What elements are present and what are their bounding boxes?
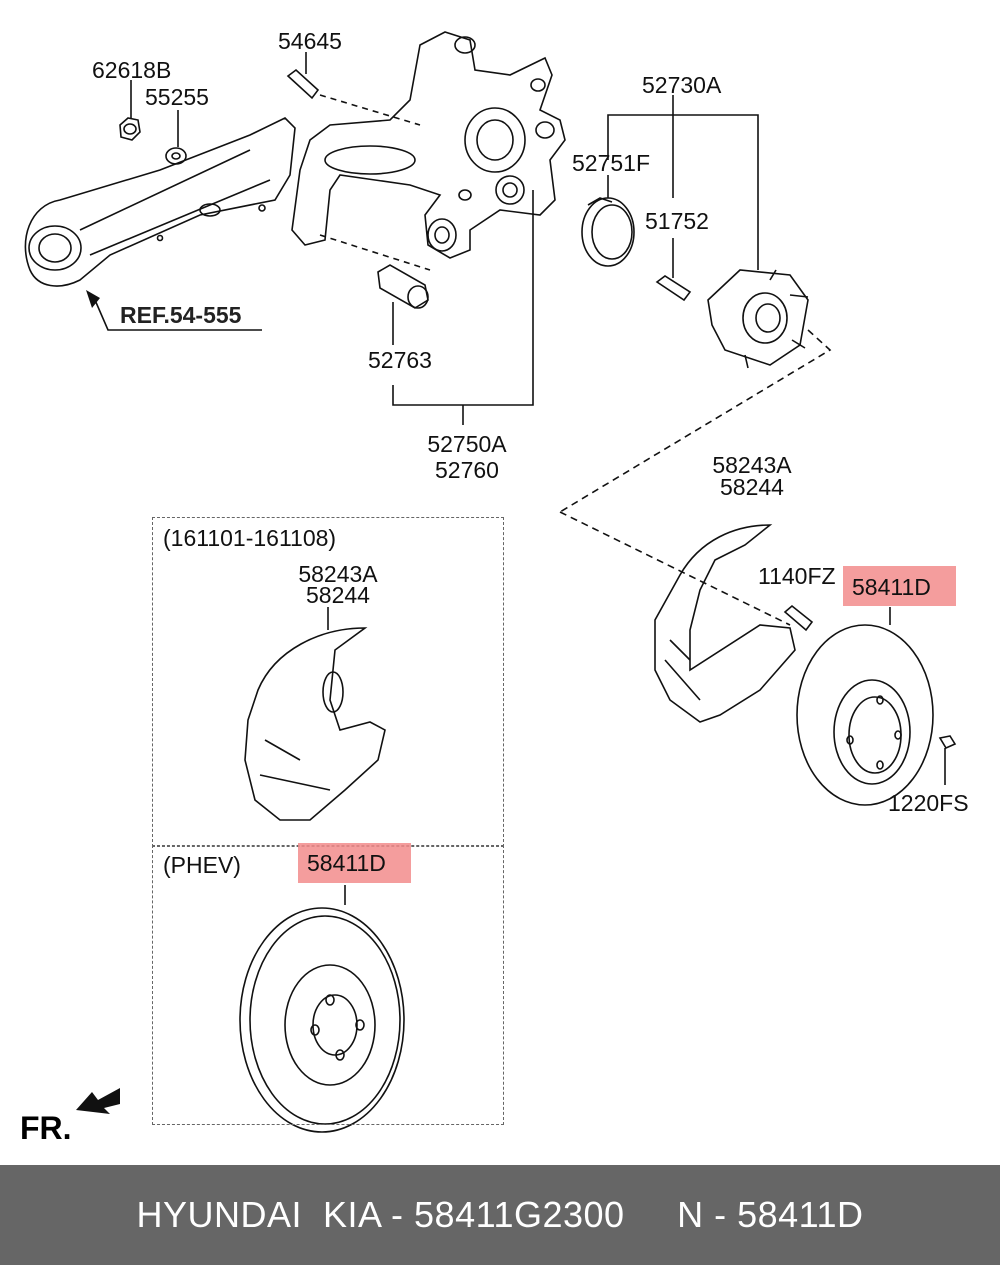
variant-box-phev <box>152 845 504 1125</box>
label-52751f: 52751F <box>572 150 651 176</box>
parts-diagram <box>24 31 957 1133</box>
label-1140fz: 1140FZ <box>758 563 836 589</box>
nut-drawing <box>119 80 141 141</box>
front-direction-arrow <box>76 1088 120 1114</box>
dust-cover-right-drawing <box>559 511 796 723</box>
screw-drawing <box>938 735 957 785</box>
label-52730a: 52730A <box>642 72 722 98</box>
ref-leader <box>94 299 262 331</box>
label-51752: 51752 <box>645 208 709 234</box>
label-54645: 54645 <box>278 28 342 54</box>
label-phev: (PHEV) <box>163 852 241 878</box>
knuckle-drawing <box>291 31 566 271</box>
label-58244-left: 58244 <box>306 582 370 608</box>
bolt-54645-drawing <box>286 52 421 126</box>
label-1220fs: 1220FS <box>888 790 969 816</box>
label-58411d-left: 58411D <box>307 850 386 876</box>
disc-right-drawing <box>796 607 934 806</box>
bracket-52730a-lines <box>607 95 759 270</box>
washer-drawing <box>165 110 187 165</box>
label-58243a-left: 58243A <box>298 561 378 587</box>
bolt-1140fz-drawing <box>783 604 814 632</box>
highlight-right <box>843 566 956 606</box>
trailing-arm-drawing <box>24 117 296 287</box>
footer-spacer <box>625 1194 678 1236</box>
footer-bar: HYUNDAI KIA - 58411G2300 N - 58411D <box>0 1165 1000 1265</box>
label-58243a-right: 58243A <box>712 452 792 478</box>
bracket-lines <box>392 190 534 425</box>
label-52763: 52763 <box>368 347 432 373</box>
label-date-range: (161101-161108) <box>163 525 337 551</box>
label-52760: 52760 <box>435 457 499 483</box>
ref-label: REF.54-555 <box>120 302 242 328</box>
label-58244-right: 58244 <box>720 474 784 500</box>
label-62618b: 62618B <box>92 57 172 83</box>
footer-brand-part: HYUNDAI KIA - 58411G2300 <box>136 1194 625 1235</box>
footer-code: N - 58411D <box>677 1194 864 1235</box>
front-label: FR. <box>20 1110 72 1146</box>
label-52750a: 52750A <box>427 431 507 457</box>
hub-drawing <box>559 269 832 513</box>
seal-drawing <box>581 175 635 267</box>
highlight-left <box>298 843 411 883</box>
bushing-drawing <box>377 264 429 345</box>
ref-arrowhead <box>86 290 100 308</box>
label-58411d-right: 58411D <box>852 574 931 600</box>
label-55255: 55255 <box>145 84 209 110</box>
dust-cover-left-drawing <box>244 607 386 821</box>
bolt-51752-drawing <box>655 238 692 302</box>
